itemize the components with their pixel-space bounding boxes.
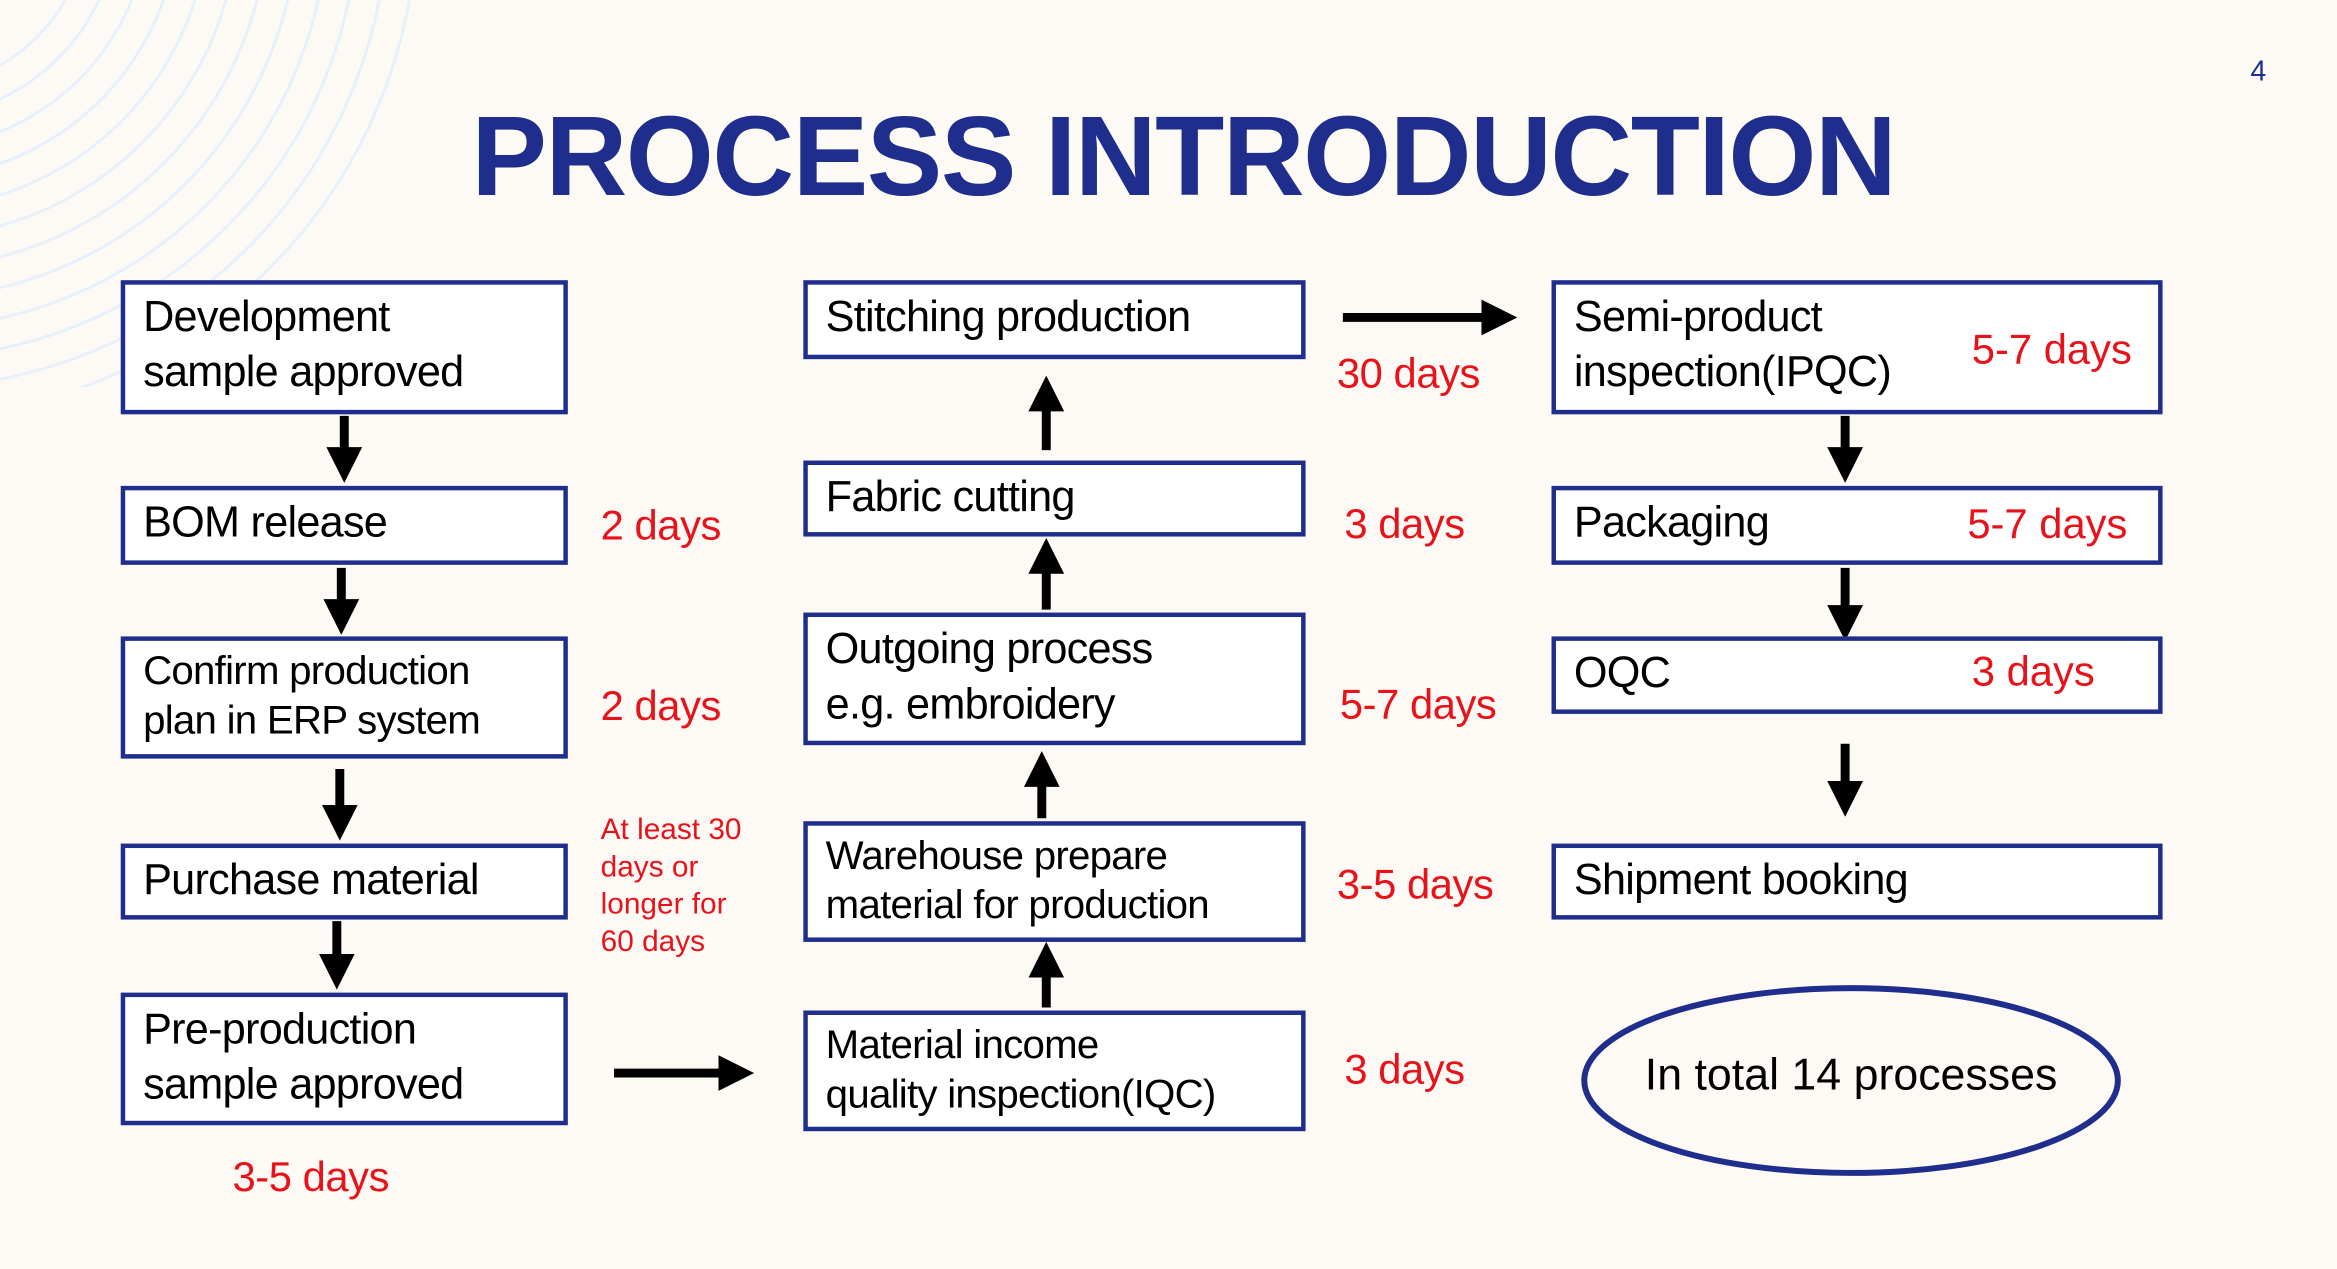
note-line: longer for xyxy=(600,888,727,922)
page-title: PROCESS INTRODUCTION xyxy=(471,93,1896,221)
process-oqc: OQC xyxy=(1551,636,2163,714)
duration-bom-release: 2 days xyxy=(600,502,722,549)
process-outgoing: Outgoing process e.g. embroidery xyxy=(803,612,1306,746)
label-line: Fabric cutting xyxy=(825,473,1076,522)
duration-iqc: 3 days xyxy=(1344,1046,1465,1093)
note-line: days or xyxy=(600,851,699,884)
process-shipment-booking: Shipment booking xyxy=(1551,843,2163,920)
duration-purchase-material: At least 30 days or longer for 60 days xyxy=(601,812,742,961)
label-line: plan in ERP system xyxy=(143,697,481,743)
process-stitching: Stitching production xyxy=(803,280,1306,360)
label-line: OQC xyxy=(1573,649,1671,698)
label-line: e.g. embroidery xyxy=(825,681,1116,729)
process-fabric-cutting: Fabric cutting xyxy=(803,460,1306,537)
process-confirm-production-plan: Confirm production plan in ERP system xyxy=(120,636,568,759)
duration-fabric-cutting: 3 days xyxy=(1344,500,1465,547)
label-line: BOM release xyxy=(143,499,388,547)
process-iqc: Material income quality inspection(IQC) xyxy=(803,1010,1306,1132)
duration-packaging: 5-7 days xyxy=(1967,500,2128,547)
label-line: Development xyxy=(143,293,390,342)
label-line: Packaging xyxy=(1573,499,1770,547)
duration-outgoing: 5-7 days xyxy=(1339,681,1497,728)
label-line: quality inspection(IQC) xyxy=(825,1071,1217,1117)
label-line: Stitching production xyxy=(825,293,1191,342)
label-line: Warehouse prepare xyxy=(825,833,1168,878)
label-line: inspection(IPQC) xyxy=(1573,348,1892,397)
label-line: Confirm production xyxy=(143,648,470,694)
process-ipqc: Semi-product inspection(IPQC) xyxy=(1551,280,2163,415)
label-line: sample approved xyxy=(143,1061,464,1109)
process-pre-production-sample: Pre-production sample approved xyxy=(120,992,568,1126)
process-warehouse-prepare: Warehouse prepare material for productio… xyxy=(803,821,1306,942)
label-line: Material income xyxy=(825,1022,1100,1068)
page-number: 4 xyxy=(2250,56,2267,88)
process-bom-release: BOM release xyxy=(120,485,568,565)
label-line: Purchase material xyxy=(143,856,479,905)
duration-pre-production: 3-5 days xyxy=(232,1153,390,1200)
label-line: Shipment booking xyxy=(1573,856,1909,905)
duration-ipqc: 5-7 days xyxy=(1971,326,2132,373)
duration-stitching: 30 days xyxy=(1336,350,1480,397)
duration-confirm-plan: 2 days xyxy=(600,682,722,729)
label-line: Semi-product xyxy=(1573,293,1823,342)
label-line: Pre-production xyxy=(143,1006,417,1054)
label-line: sample approved xyxy=(143,348,464,397)
duration-warehouse: 3-5 days xyxy=(1336,861,1494,908)
process-purchase-material: Purchase material xyxy=(120,843,568,920)
summary-ellipse xyxy=(1581,985,2121,1176)
label-line: material for production xyxy=(825,882,1210,928)
note-line: At least 30 xyxy=(600,813,742,847)
label-line: Outgoing process xyxy=(825,625,1154,674)
summary-text: In total 14 processes xyxy=(1644,1050,2058,1100)
note-line: 60 days xyxy=(600,925,706,959)
process-packaging: Packaging xyxy=(1551,485,2163,565)
duration-oqc: 3 days xyxy=(1971,648,2095,695)
process-development-sample-approved: Development sample approved xyxy=(120,280,568,415)
